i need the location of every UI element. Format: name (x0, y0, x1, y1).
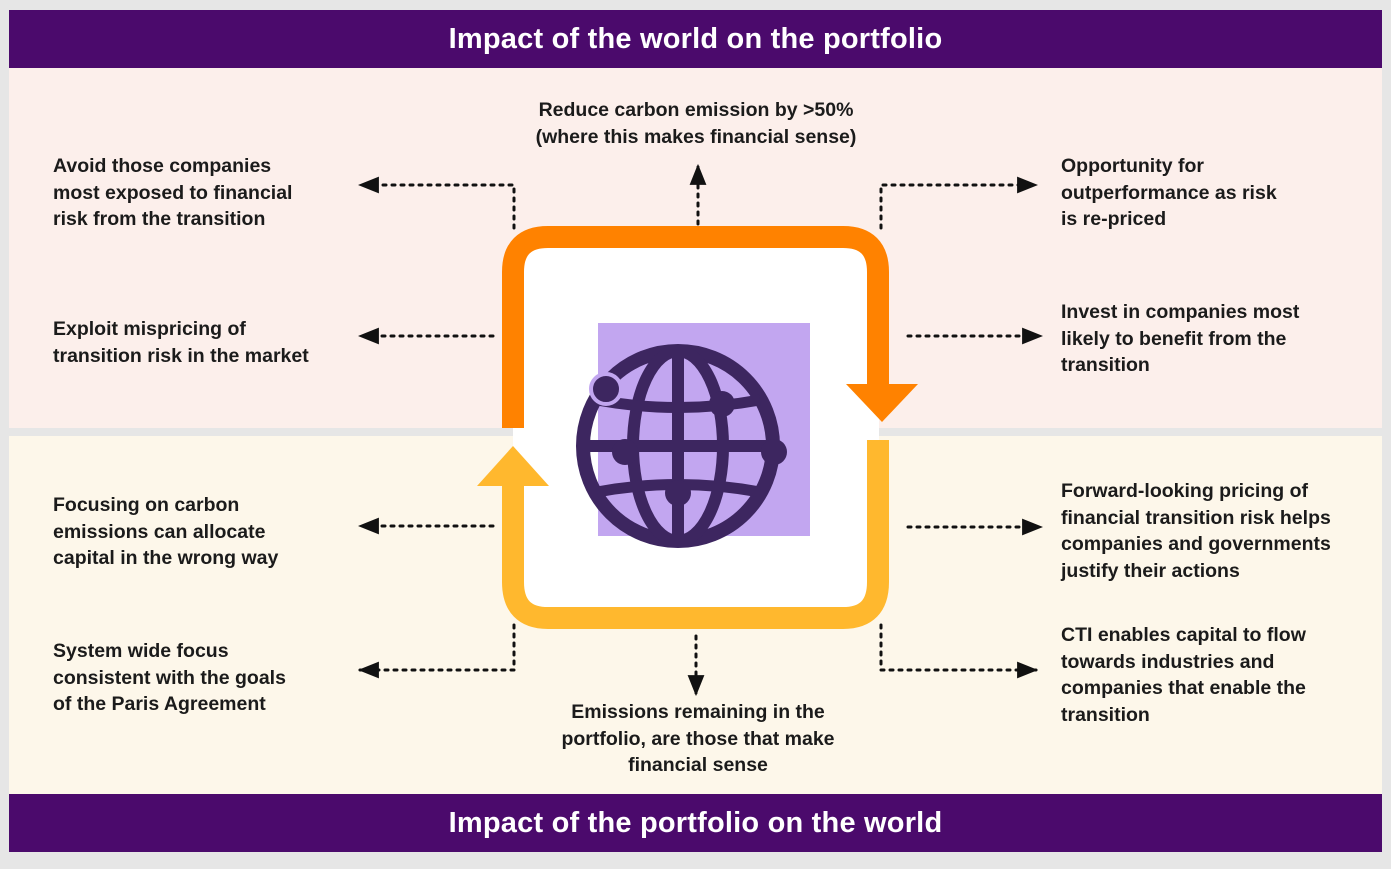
top-right-label-1: Opportunity for outperformance as risk i… (1061, 155, 1277, 230)
orange-arrowhead (846, 384, 918, 422)
bottom-left-label-2: System wide focus consistent with the go… (53, 640, 286, 715)
top-right-label-2: Invest in companies most likely to benef… (1061, 301, 1300, 376)
dotted-connectors (357, 163, 1044, 697)
header-title: Impact of the world on the portfolio (448, 22, 943, 55)
footer-banner: Impact of the portfolio on the world (9, 794, 1382, 852)
connector-top-left-1 (357, 176, 516, 230)
bottom-left-label-1: Focusing on carbon emissions can allocat… (53, 494, 279, 569)
top-left-label-1: Avoid those companies most exposed to fi… (53, 155, 293, 230)
yellow-arrowhead (477, 446, 549, 486)
header-banner: Impact of the world on the portfolio (9, 10, 1382, 68)
bottom-center-label: Emissions remaining in the portfolio, ar… (561, 701, 835, 776)
connector-bottom-right-2 (879, 623, 1039, 679)
bottom-right-label-2: CTI enables capital to flow towards indu… (1061, 624, 1306, 726)
orange-cycle-path (502, 226, 889, 428)
connector-bottom-left-2 (357, 623, 516, 679)
yellow-cycle-path (502, 440, 889, 629)
top-center-label: Reduce carbon emission by >50% (where th… (535, 99, 857, 148)
bottom-right-label-1: Forward-looking pricing of financial tra… (1061, 480, 1331, 582)
footer-title: Impact of the portfolio on the world (448, 806, 943, 839)
connector-top-right-1 (879, 176, 1039, 230)
top-left-label-2: Exploit mispricing of transition risk in… (53, 318, 309, 367)
globe-network-icon (576, 323, 810, 548)
